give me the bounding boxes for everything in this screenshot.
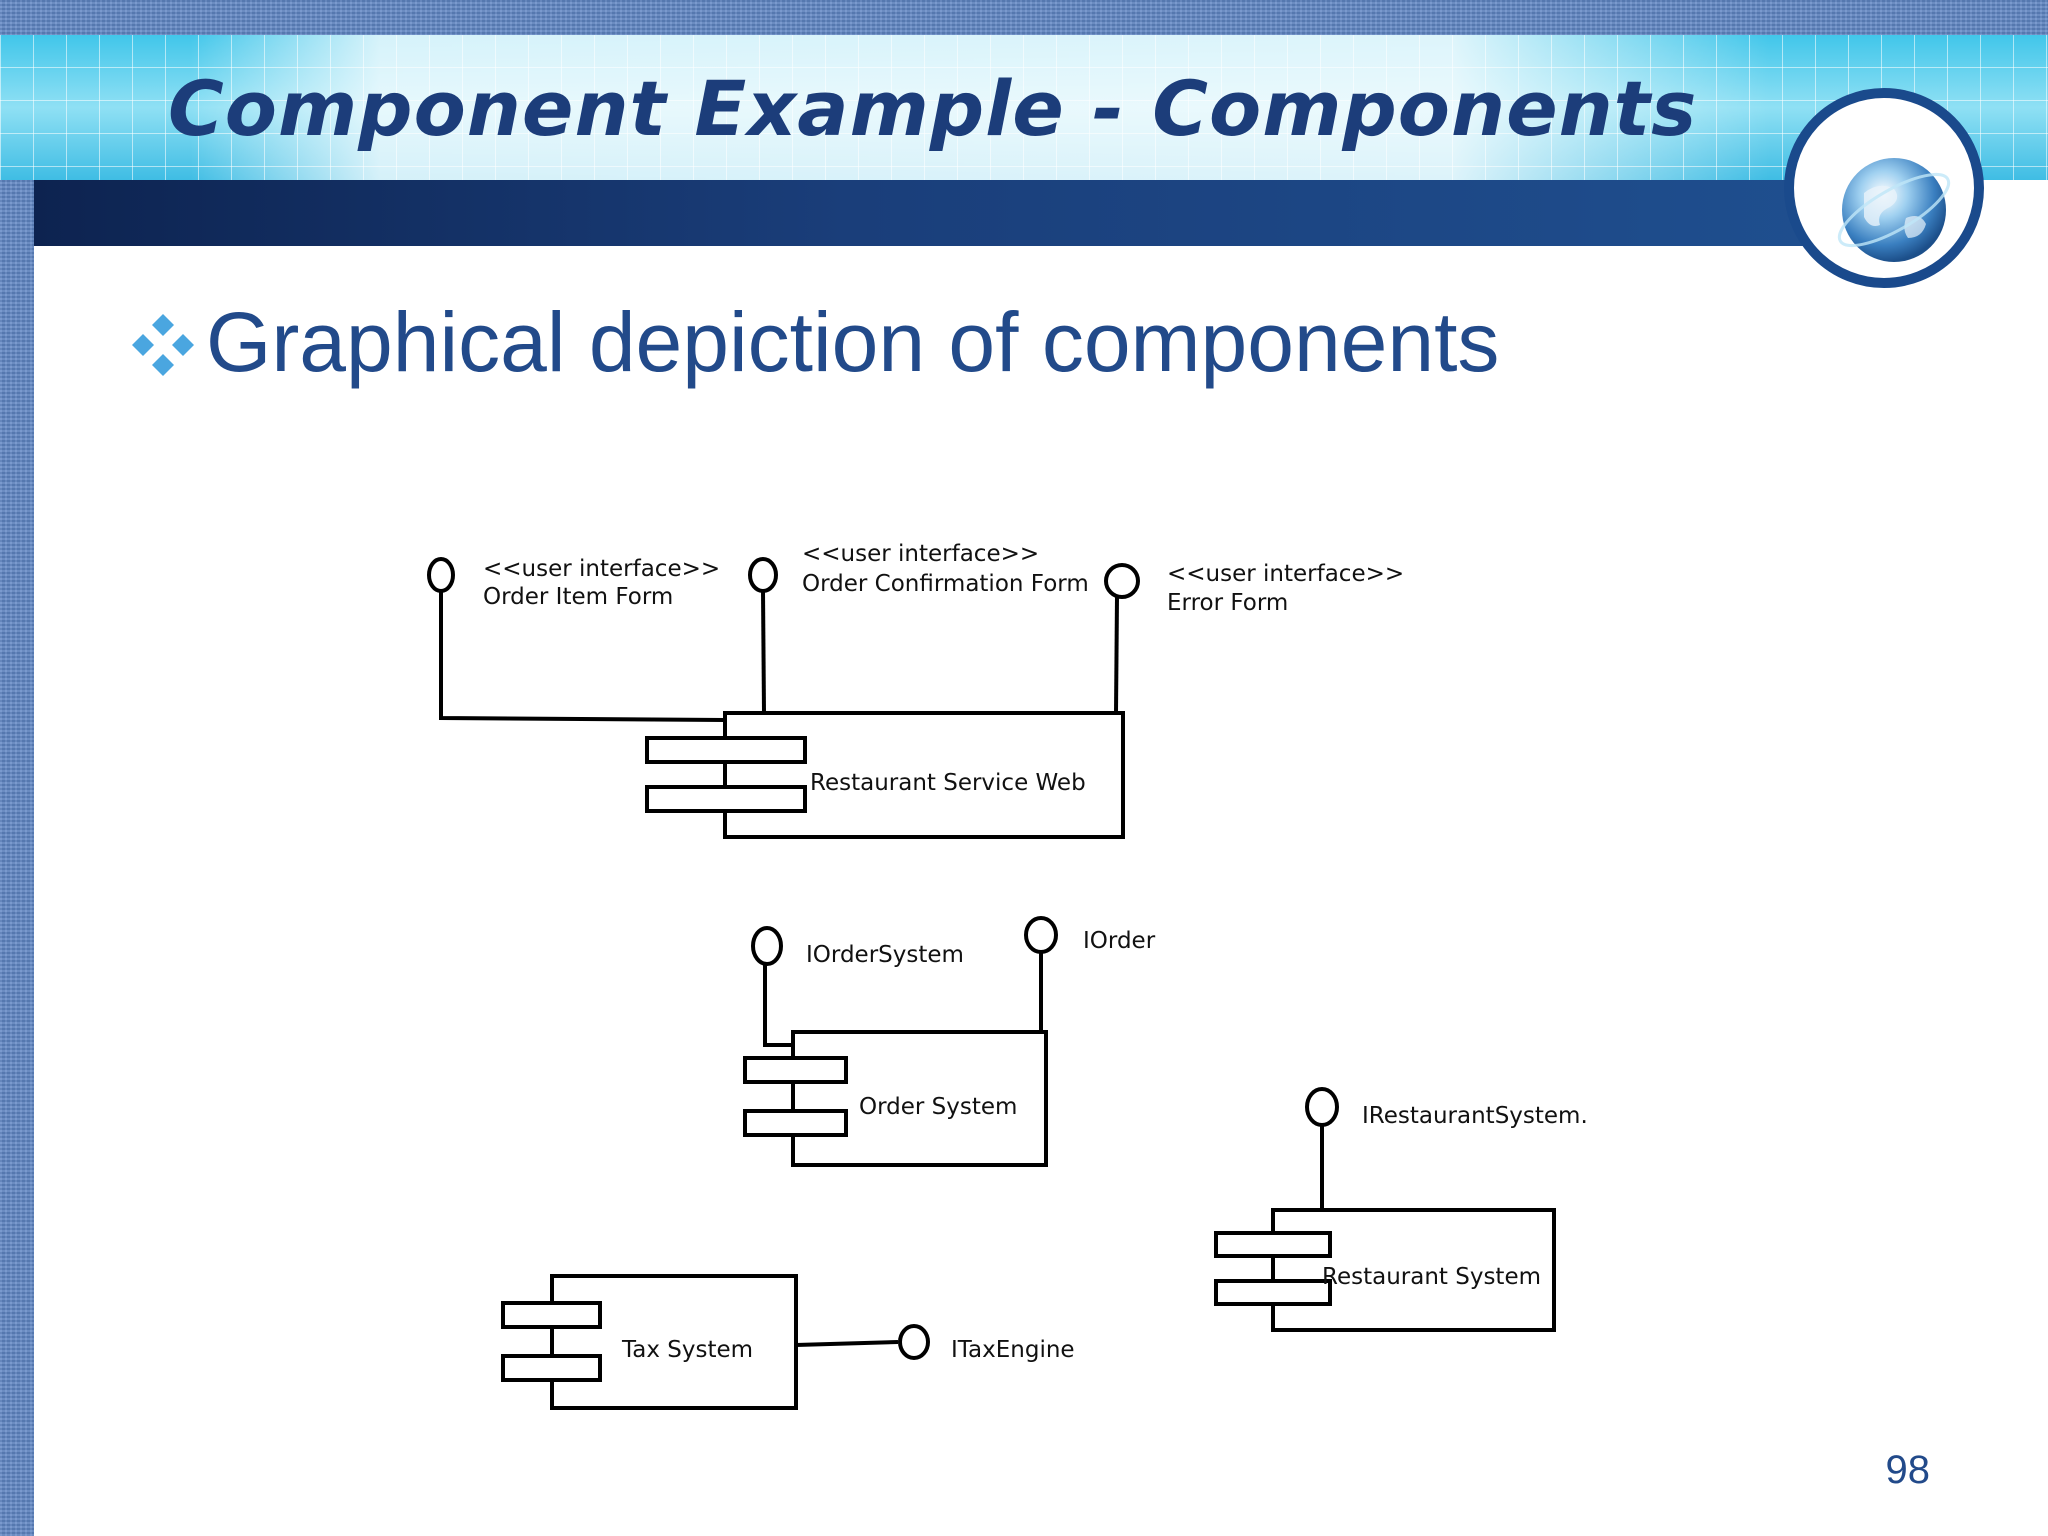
globe-icon: [1837, 158, 1951, 262]
slide-title: Component Example - Components: [168, 64, 1698, 153]
irestaurantsystem-lollipop: [1305, 1087, 1339, 1210]
slide-canvas: [34, 178, 2048, 1536]
order-confirmation-form-stereotype: <<user interface>>: [802, 541, 1039, 567]
order-system-component: [743, 1030, 1048, 1167]
order-confirmation-form-lollipop: [748, 557, 778, 714]
error-form-lollipop: [1104, 563, 1140, 714]
restaurant-service-web-component: [645, 711, 1125, 839]
irestaurantsystem-label: IRestaurantSystem.: [1362, 1103, 1588, 1129]
tax-system-label: Tax System: [621, 1337, 753, 1363]
header-dark-band: [34, 180, 1844, 246]
iordersystem-label: IOrderSystem: [806, 942, 964, 968]
error-form-label: Error Form: [1167, 590, 1288, 616]
iorder-label: IOrder: [1083, 928, 1156, 954]
page-number: 98: [1885, 1448, 1931, 1492]
itaxengine-lollipop: [795, 1324, 930, 1360]
restaurant-system-label: Restaurant System: [1322, 1264, 1541, 1290]
globe-badge: [1784, 88, 1984, 288]
title-highlight: [190, 35, 1770, 180]
order-item-form-stereotype: <<user interface>>: [483, 556, 720, 582]
restaurant-service-web-label: Restaurant Service Web: [810, 770, 1086, 796]
iordersystem-lollipop: [751, 926, 793, 1047]
order-confirmation-form-label: Order Confirmation Form: [802, 571, 1089, 597]
order-item-form-lollipop: [427, 557, 726, 722]
four-diamond-bullet-icon: [132, 314, 194, 376]
tax-system-component: [501, 1274, 798, 1410]
itaxengine-label: ITaxEngine: [951, 1337, 1075, 1363]
order-item-form-label: Order Item Form: [483, 584, 673, 610]
iorder-lollipop: [1024, 916, 1058, 1032]
bullet-text: Graphical depiction of components: [206, 295, 1500, 389]
error-form-stereotype: <<user interface>>: [1167, 561, 1404, 587]
order-system-label: Order System: [859, 1094, 1017, 1120]
restaurant-system-component: [1214, 1208, 1556, 1332]
